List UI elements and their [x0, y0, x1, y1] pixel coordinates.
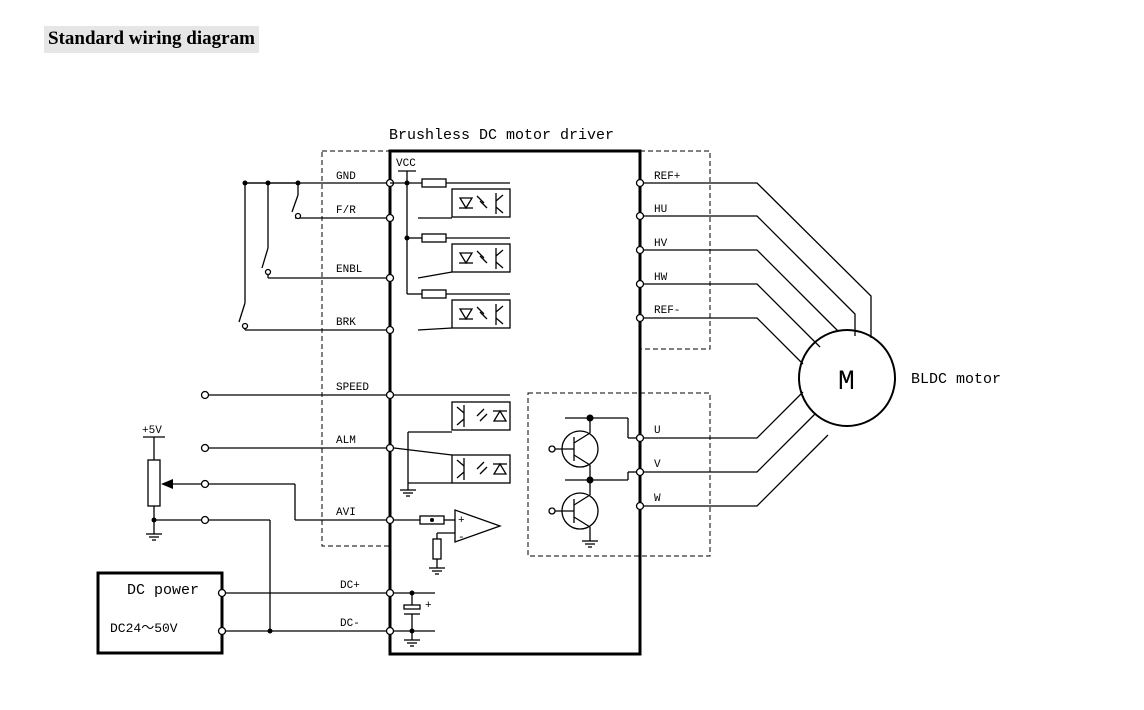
hall-output-pins: REF+ HU HV HW REF-	[635, 171, 872, 365]
svg-text:-: -	[458, 532, 465, 544]
pin-label-gnd: GND	[336, 171, 356, 183]
pin-label-hv: HV	[654, 238, 668, 250]
pin-label-fr: F/R	[336, 205, 356, 217]
pin-label-speed: SPEED	[336, 382, 369, 394]
phase-output-pins: U V W	[627, 391, 829, 511]
svg-text:DC power: DC power	[127, 582, 199, 599]
optocoupler-speed	[394, 394, 511, 431]
pin-label-enbl: ENBL	[336, 264, 362, 276]
power-stage-dashed-region	[527, 392, 711, 557]
svg-text:+5V: +5V	[142, 425, 162, 437]
pin-label-hu: HU	[654, 204, 667, 216]
driver-box	[388, 149, 642, 656]
input-pins: GND F/R ENBL BRK SPEED ALM AVI	[205, 171, 395, 525]
svg-text:DC24〜50V: DC24〜50V	[110, 621, 178, 636]
page-title: Standard wiring diagram	[44, 26, 259, 53]
pin-label-avi: AVI	[336, 507, 356, 519]
optocoupler-enbl	[417, 243, 511, 279]
bus-capacitor: +	[394, 590, 435, 647]
potentiometer: +5V	[142, 425, 296, 631]
driver-title: Brushless DC motor driver	[389, 127, 614, 144]
pin-label-brk: BRK	[336, 317, 356, 329]
optocoupler-brk	[417, 299, 511, 331]
optocoupler-fr	[418, 188, 511, 219]
speed-terminal	[200, 390, 210, 400]
pin-label-refminus: REF-	[654, 305, 680, 317]
pin-label-w: W	[654, 493, 661, 505]
dc-power-box: DC power DC24〜50V DC+ DC-	[96, 571, 395, 655]
power-transistors	[548, 414, 628, 548]
input-dashed-region	[321, 150, 391, 547]
pin-label-dcminus: DC-	[340, 618, 360, 630]
alm-terminal	[200, 443, 210, 453]
external-switches	[238, 180, 302, 330]
optocoupler-alm	[393, 431, 511, 497]
avi-input-stage: + -	[394, 509, 502, 575]
pin-label-v: V	[654, 459, 661, 471]
svg-text:+: +	[458, 515, 465, 527]
pin-label-dcplus: DC+	[340, 580, 360, 592]
svg-text:M: M	[838, 367, 855, 398]
pin-label-refplus: REF+	[654, 171, 680, 183]
pin-label-u: U	[654, 425, 661, 437]
bldc-motor: M BLDC motor	[798, 329, 1001, 427]
svg-text:BLDC motor: BLDC motor	[911, 371, 1001, 388]
pin-label-hw: HW	[654, 272, 668, 284]
svg-text:+: +	[425, 600, 432, 612]
internal-vcc-bus: VCC	[390, 158, 510, 299]
pin-label-alm: ALM	[336, 435, 356, 447]
svg-text:VCC: VCC	[396, 158, 416, 170]
